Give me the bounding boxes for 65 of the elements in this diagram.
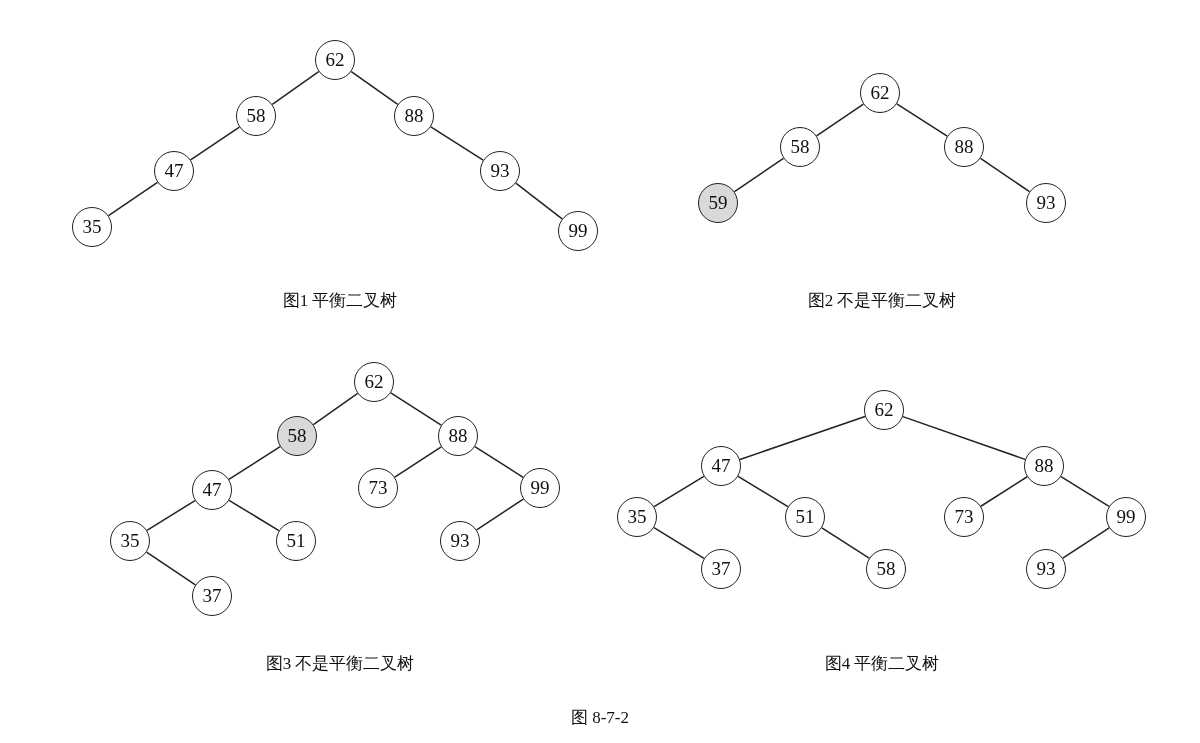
tree-edge <box>902 415 1026 461</box>
tree-node-circle: 88 <box>438 416 478 456</box>
tree-edge <box>1060 475 1110 508</box>
tree-edge <box>394 446 442 478</box>
tree-node-circle: 58 <box>236 96 276 136</box>
tree-edge <box>653 475 705 508</box>
tree-node-circle: 99 <box>1106 497 1146 537</box>
tree-node-circle: 35 <box>617 497 657 537</box>
tree-node-circle: 58 <box>780 127 820 167</box>
tree-edge <box>390 392 442 426</box>
tree-node-circle: 93 <box>1026 549 1066 589</box>
tree-node-circle: 93 <box>440 521 480 561</box>
tree-edge <box>821 527 870 559</box>
tree-edge <box>896 103 948 137</box>
tree-node-circle: 59 <box>698 183 738 223</box>
tree-edge <box>474 445 524 479</box>
tree-node-circle: 99 <box>520 468 560 508</box>
tree-node-circle: 47 <box>154 151 194 191</box>
tree-edge <box>228 499 280 532</box>
tree-edge <box>107 181 159 217</box>
tree-node-circle: 58 <box>866 549 906 589</box>
tree-node-circle: 62 <box>864 390 904 430</box>
tree-node-circle: 93 <box>1026 183 1066 223</box>
tree-node-circle: 93 <box>480 151 520 191</box>
tree-node-circle: 35 <box>72 207 112 247</box>
tree-edge <box>475 498 525 531</box>
tree-node-circle: 58 <box>277 416 317 456</box>
tree-edge <box>739 415 866 461</box>
tree-edge <box>271 70 320 106</box>
tree-edge <box>228 445 281 481</box>
tree-node-circle: 88 <box>944 127 984 167</box>
tree-edge <box>653 526 705 560</box>
tree-node-circle: 88 <box>394 96 434 136</box>
figure-caption: 图2 不是平衡二叉树 <box>807 290 957 312</box>
tree-edge <box>737 475 789 508</box>
tree-edge <box>189 126 241 161</box>
tree-edge <box>515 182 563 220</box>
tree-edge <box>146 499 196 532</box>
tree-node-circle: 37 <box>701 549 741 589</box>
tree-node-circle: 62 <box>354 362 394 402</box>
tree-node-circle: 47 <box>701 446 741 486</box>
tree-edge <box>733 157 785 193</box>
tree-node-circle: 62 <box>315 40 355 80</box>
tree-edge <box>1062 527 1110 559</box>
tree-node-circle: 88 <box>1024 446 1064 486</box>
tree-edge <box>979 157 1031 193</box>
tree-node-circle: 73 <box>944 497 984 537</box>
tree-node-circle: 35 <box>110 521 150 561</box>
figure-caption: 图4 平衡二叉树 <box>824 653 940 675</box>
tree-node-circle: 73 <box>358 468 398 508</box>
tree-edge <box>312 392 359 426</box>
tree-node-circle: 51 <box>785 497 825 537</box>
tree-edge <box>430 126 484 161</box>
tree-edge <box>815 103 865 137</box>
tree-node-circle: 51 <box>276 521 316 561</box>
tree-node-circle: 99 <box>558 211 598 251</box>
tree-node-circle: 62 <box>860 73 900 113</box>
tree-edge <box>350 70 399 106</box>
figure-caption: 图3 不是平衡二叉树 <box>265 653 415 675</box>
tree-edge <box>145 551 197 586</box>
tree-edge <box>980 476 1028 507</box>
figure-caption: 图1 平衡二叉树 <box>282 290 398 312</box>
tree-node-circle: 47 <box>192 470 232 510</box>
figure-number-caption: 图 8-7-2 <box>570 707 630 729</box>
tree-node-circle: 37 <box>192 576 232 616</box>
